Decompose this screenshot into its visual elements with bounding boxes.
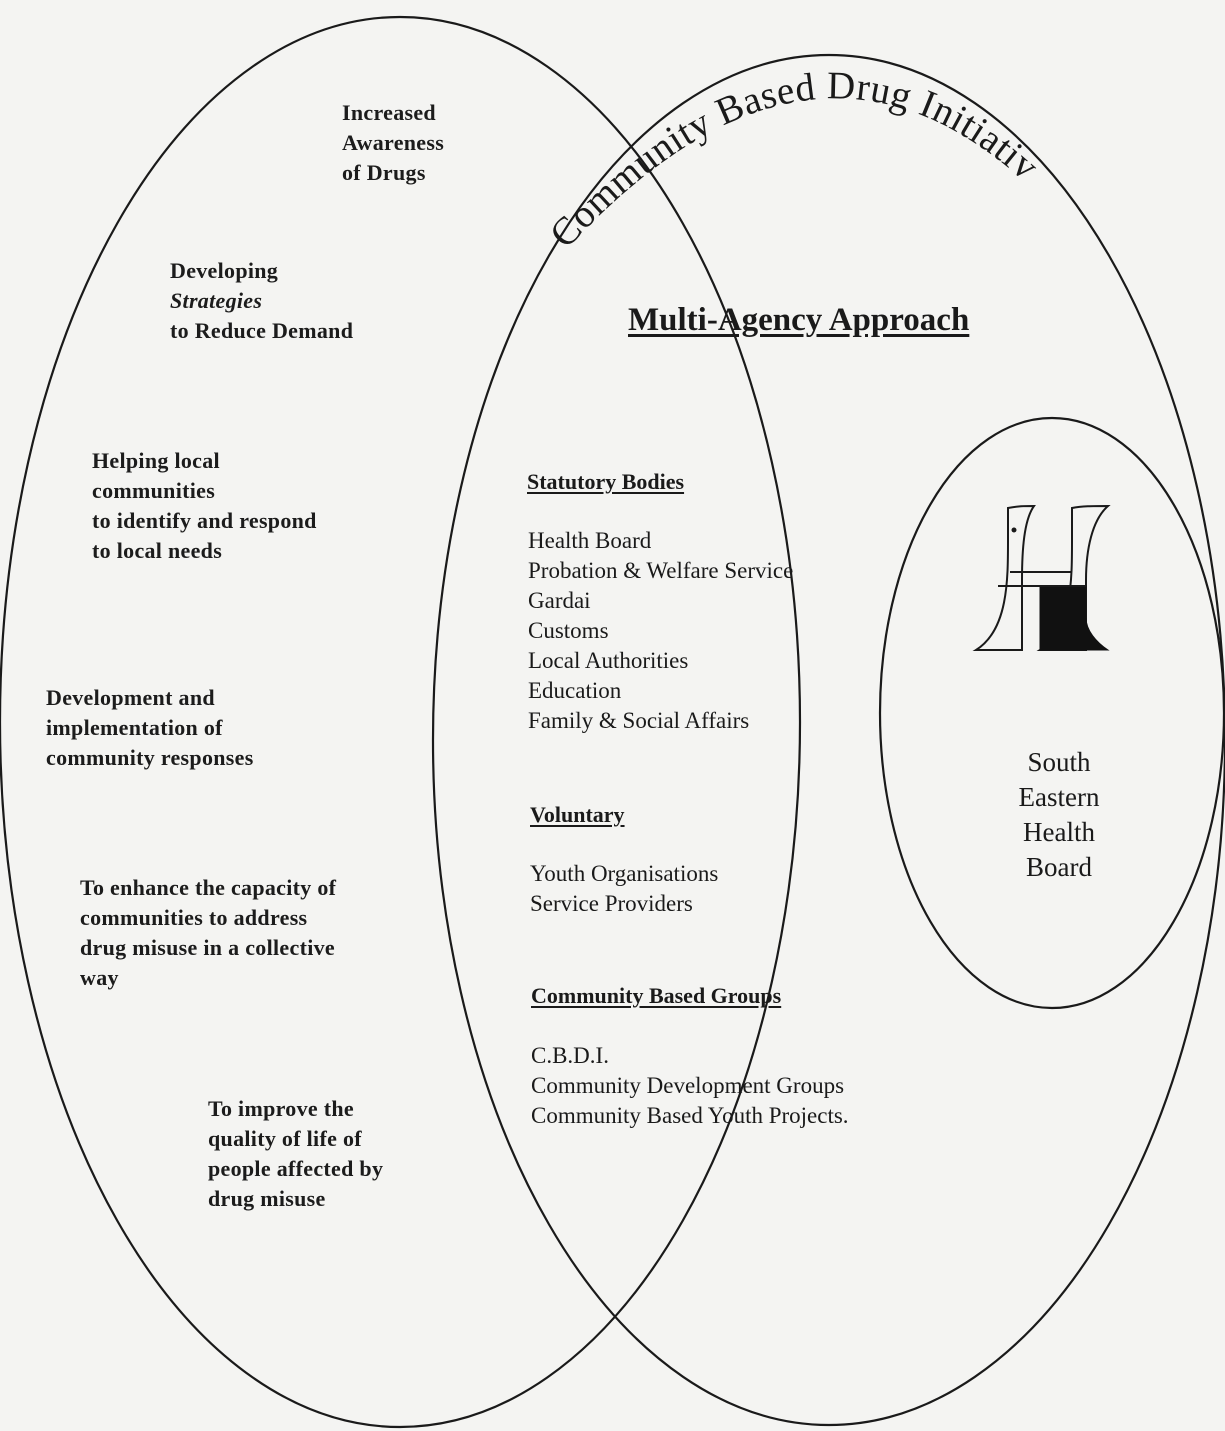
group-list-community: C.B.D.I. Community Development Groups Co… (531, 1041, 849, 1131)
list-item: Service Providers (530, 891, 693, 916)
group-heading-community: Community Based Groups (531, 983, 782, 1008)
list-item: Local Authorities (528, 648, 689, 673)
approach-title: Multi-Agency Approach (628, 302, 970, 338)
health-board-name-line: Health (1023, 817, 1095, 847)
goal-line: communities (92, 478, 216, 503)
goal-line: Developing (170, 258, 279, 283)
goal-line: Awareness (342, 130, 445, 155)
goal-strategies: Developing Strategies to Reduce Demand (170, 256, 353, 346)
health-board-name-line: Eastern (1018, 782, 1100, 812)
goal-line: Increased (342, 100, 436, 125)
goal-line: quality of life of (208, 1126, 362, 1151)
inner-ellipse-sehb (878, 416, 1225, 1010)
group-list-statutory: Health Board Probation & Welfare Service… (528, 526, 793, 736)
goal-quality-of-life: To improve the quality of life of people… (208, 1094, 383, 1214)
health-board-name: South Eastern Health Board (995, 745, 1123, 885)
list-item: Probation & Welfare Service (528, 558, 794, 583)
list-item: Community Based Youth Projects. (531, 1103, 849, 1128)
goal-line: to Reduce Demand (170, 318, 354, 343)
south-eastern-health-board-logo-icon (972, 504, 1111, 651)
goal-line: of Drugs (342, 160, 426, 185)
list-item: Customs (528, 618, 609, 643)
goal-line: drug misuse in a collective (80, 935, 335, 960)
goal-community-responses: Development and implementation of commun… (46, 683, 254, 773)
goal-line: communities to address (80, 905, 308, 930)
right-ellipse-cbdi (432, 54, 1225, 1426)
health-board-name-line: South (1027, 747, 1091, 777)
goal-line: Helping local (92, 448, 220, 473)
goal-line: To improve the (208, 1096, 354, 1121)
left-ellipse-goals (0, 16, 801, 1428)
goal-capacity: To enhance the capacity of communities t… (80, 873, 336, 993)
goal-line: Strategies (170, 288, 263, 313)
health-board-name-line: Board (1026, 852, 1092, 882)
goal-line: to identify and respond (92, 508, 317, 533)
group-heading-voluntary: Voluntary (530, 802, 625, 827)
list-item: Community Development Groups (531, 1073, 845, 1098)
list-item: Family & Social Affairs (528, 708, 750, 733)
list-item: Health Board (528, 528, 652, 553)
goal-line: to local needs (92, 538, 223, 563)
list-item: Gardai (528, 588, 591, 613)
goal-line: Development and (46, 685, 215, 710)
goal-line: way (80, 965, 119, 990)
list-item: Education (528, 678, 622, 703)
goal-line: To enhance the capacity of (80, 875, 337, 900)
goal-line: drug misuse (208, 1186, 326, 1211)
goal-line: implementation of (46, 715, 223, 740)
goal-line: people affected by (208, 1156, 384, 1181)
list-item: Youth Organisations (530, 861, 719, 886)
goal-local-needs: Helping local communities to identify an… (92, 446, 317, 566)
group-heading-statutory: Statutory Bodies (527, 469, 685, 494)
goal-awareness: Increased Awareness of Drugs (342, 98, 444, 188)
goal-line: community responses (46, 745, 254, 770)
list-item: C.B.D.I. (531, 1043, 609, 1068)
arc-title: Community Based Drug Initiatives (0, 0, 1047, 256)
group-list-voluntary: Youth Organisations Service Providers (530, 859, 718, 919)
